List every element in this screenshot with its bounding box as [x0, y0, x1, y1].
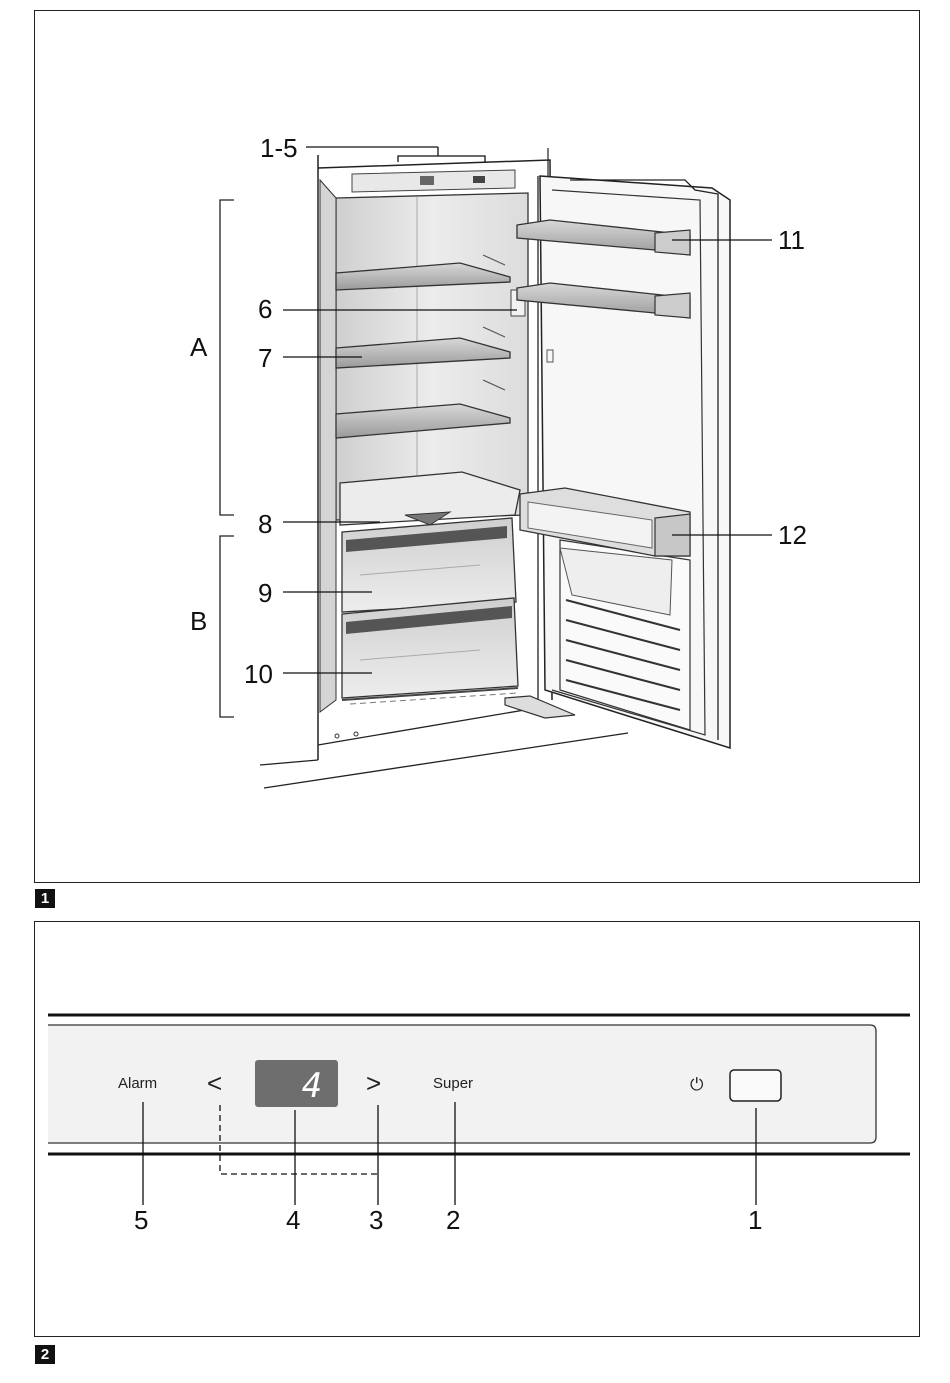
callout-8: 8: [258, 509, 272, 539]
callout-9: 9: [258, 578, 272, 608]
figure-2-number: 2: [35, 1345, 55, 1364]
callout-12: 12: [778, 520, 807, 550]
vegetable-drawers: [342, 518, 518, 704]
callout-7: 7: [258, 343, 272, 373]
zone-label-a: A: [190, 332, 208, 362]
figure-2-frame: [34, 921, 920, 1337]
fridge-door: [538, 176, 730, 748]
zone-brackets: [220, 200, 234, 717]
zone-label-b: B: [190, 606, 207, 636]
callout-10: 10: [244, 659, 273, 689]
callout-1-5: 1-5: [260, 133, 298, 163]
callout-6: 6: [258, 294, 272, 324]
callout-11: 11: [778, 225, 805, 255]
